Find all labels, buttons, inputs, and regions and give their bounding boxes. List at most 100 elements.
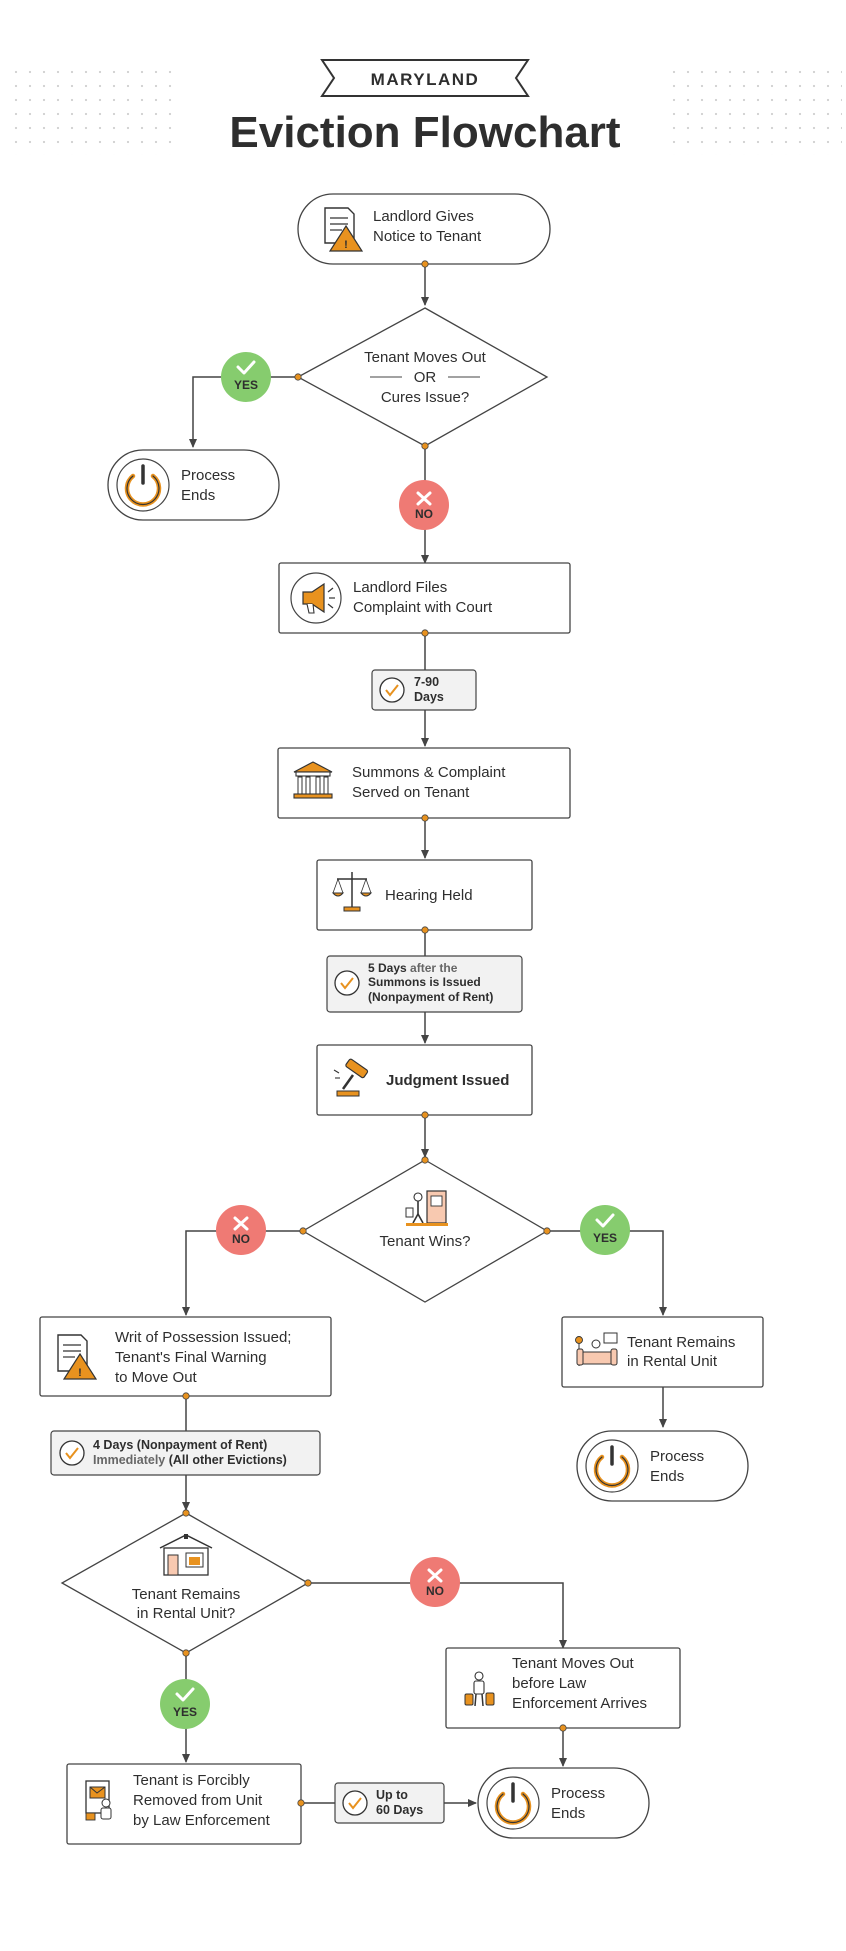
svg-text:Notice to Tenant: Notice to Tenant [373,228,482,245]
svg-text:Landlord Gives: Landlord Gives [373,208,474,225]
node-end2-line-2: Ends [650,1468,684,1485]
timer-up-to-60-days: Up to 60 Days [334,1782,445,1824]
door-exit-icon [405,1190,448,1226]
svg-text:Immediately (All other Evictio: Immediately (All other Evictions) [93,1453,287,1467]
badge-no-remains: NO [410,1557,460,1607]
clock-icon [334,970,360,996]
x-icon [416,491,432,506]
node-notice-line-2: Notice to Tenant [373,228,482,245]
node-forcibly-removed: Tenant is Forcibly Removed from Unit by … [66,1763,305,1845]
node-summons-line-2: Served on Tenant [352,784,470,801]
node-notice-line-1: Landlord Gives [373,208,474,225]
home-sofa-icon [575,1332,618,1366]
badge-yes-moves-out: YES [221,352,271,402]
power-icon [124,464,162,507]
power-icon [494,1782,532,1825]
clock-icon [379,677,405,703]
timer-7-90-days: 7-90 Days [371,669,477,711]
timer-5-days: 5 Days after the Summons is Issued (Nonp… [326,955,523,1013]
check-icon [595,1213,615,1228]
timer-7-90-line-2: Days [414,690,444,704]
page-title: Eviction Flowchart [229,108,621,157]
house-icon [159,1534,213,1576]
timer-4-days: 4 Days (Nonpayment of Rent) Immediately … [50,1430,321,1476]
person-luggage-icon [464,1671,495,1707]
x-icon [233,1216,249,1231]
badge-yes-tenant-wins: YES [580,1205,630,1255]
node-end1-line-2: Ends [181,487,215,504]
node-writ-line-2: Tenant's Final Warning [115,1349,267,1366]
badge-no-moves-out: NO [399,480,449,530]
timer-5-days-strong: 5 Days [368,961,407,975]
decision-tenant-wins: Tenant Wins? [299,1156,551,1303]
notice-warning-icon: ! [324,207,364,252]
state-label: MARYLAND [371,70,480,89]
eviction-notice-icon [85,1780,112,1821]
node-process-ends-3: Process Ends [477,1767,650,1839]
svg-text:!: ! [344,239,348,251]
badge-no-label: NO [415,507,433,521]
timer-5-days-rest: after the [407,961,458,975]
decision-moves-out-line-3: Cures Issue? [381,389,469,406]
node-removed-line-3: by Law Enforcement [133,1812,271,1829]
node-summons-line-1: Summons & Complaint [352,764,506,781]
node-tenant-remains-win: Tenant Remains in Rental Unit [561,1316,764,1388]
node-landlord-files: Landlord Files Complaint with Court [278,562,571,637]
node-writ-line-3: to Move Out [115,1369,198,1386]
timer-5-days-line-2: Summons is Issued [368,975,481,989]
node-moves-before-line-1: Tenant Moves Out [512,1655,635,1672]
node-hearing-held: Hearing Held [316,859,533,934]
check-icon [175,1687,195,1702]
badge-yes-remains: YES [160,1679,210,1729]
x-icon [427,1568,443,1583]
node-judgment-issued: Judgment Issued [316,1044,533,1119]
dot-pattern-right [672,60,842,155]
decision-moves-out-line-2: OR [414,369,437,386]
clock-icon [342,1790,368,1816]
node-removed-line-2: Removed from Unit [133,1792,263,1809]
writ-warning-icon: ! [57,1334,98,1380]
megaphone-icon [302,582,335,614]
timer-5-days-line-3: (Nonpayment of Rent) [368,990,493,1004]
decision-wins-label: Tenant Wins? [380,1233,471,1250]
node-moves-before-line-2: before Law [512,1675,586,1692]
node-end3-line-1: Process [551,1785,605,1802]
badge-no-label: NO [232,1232,250,1246]
node-end1-line-1: Process [181,467,235,484]
node-writ-line-1: Writ of Possession Issued; [115,1329,291,1346]
state-banner: MARYLAND [320,59,530,97]
node-removed-line-1: Tenant is Forcibly [133,1772,250,1789]
timer-60-line-2: 60 Days [376,1803,423,1817]
node-tenant-moves-before: Tenant Moves Out before Law Enforcement … [445,1647,681,1732]
clock-icon [59,1440,85,1466]
badge-yes-label: YES [593,1231,617,1245]
badge-no-tenant-wins: NO [216,1205,266,1255]
node-files-line-1: Landlord Files [353,579,447,596]
timer-4-days-line-1: 4 Days (Nonpayment of Rent) [93,1438,267,1452]
decision-moves-out-line-1: Tenant Moves Out [364,349,487,366]
node-hearing-label: Hearing Held [385,887,473,904]
badge-yes-label: YES [234,378,258,392]
gavel-icon [333,1058,369,1097]
decision-tenant-remains: Tenant Remains in Rental Unit? [60,1509,312,1657]
node-landlord-notice: ! Landlord Gives Notice to Tenant [297,193,551,268]
courthouse-icon [293,761,333,799]
decision-remains-line-2: in Rental Unit? [137,1605,235,1622]
badge-yes-label: YES [173,1705,197,1719]
power-icon [593,1445,631,1488]
node-judgment-label: Judgment Issued [386,1072,509,1089]
check-icon [236,360,256,375]
timer-60-line-1: Up to [376,1788,408,1802]
node-end2-line-1: Process [650,1448,704,1465]
node-files-line-2: Complaint with Court [353,599,493,616]
timer-4-days-immediately: Immediately [93,1453,165,1467]
timer-7-90-line-1: 7-90 [414,675,439,689]
badge-no-label: NO [426,1584,444,1598]
node-summons-served: Summons & Complaint Served on Tenant [277,747,571,822]
node-end3-line-2: Ends [551,1805,585,1822]
node-remains-win-line-2: in Rental Unit [627,1353,718,1370]
node-moves-before-line-3: Enforcement Arrives [512,1695,647,1712]
svg-text:5 Days after the: 5 Days after the [368,961,458,975]
node-remains-win-line-1: Tenant Remains [627,1334,735,1351]
